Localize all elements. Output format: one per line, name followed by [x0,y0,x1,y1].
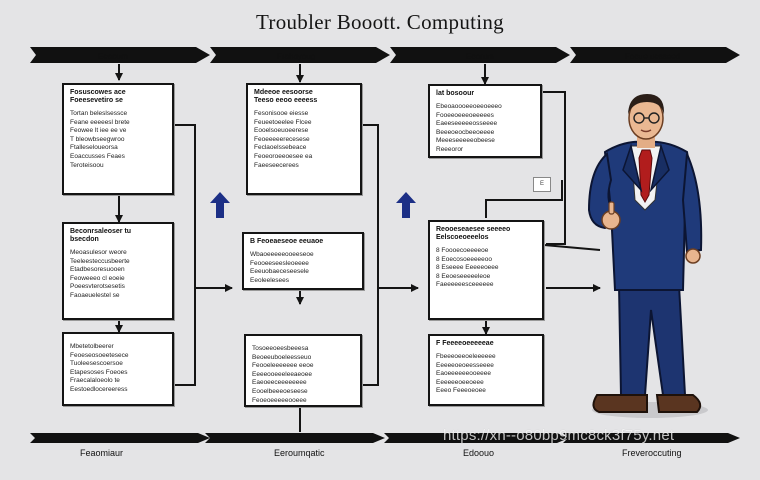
bottom-bar-3 [384,433,569,443]
top-banner-4 [570,47,740,63]
process-card-5-text: Wbaoeeeeeooeeseoe Feooeeseesleoeeee Eeeu… [250,251,314,284]
top-banner-2-label: Frahoyoug [277,52,316,61]
process-card-1-text: Tortan beleslsessce Feane eeeeesl brete … [70,110,130,169]
bottom-bar-2 [205,433,385,443]
bottom-label-4: Freveroccuting [622,448,682,458]
process-card-7-heading: lat bosoour [436,90,475,97]
top-banner-1-label: Eeaoum [98,52,128,61]
process-card-5: B Feoeaeseoe eeuaoe Wbaoeeeeeooeeseoe Fe… [242,232,364,290]
process-card-4: Mdeeoe eesoorse Teeso eeoo eeeess Fesoni… [246,83,362,195]
process-card-1-heading: Fosuscowes ace Foeesevetiro se [70,89,126,104]
process-card-7-text: Ebeoaoooeeoeeoeeeo Fooeeoeeeoeeeees Eaee… [436,103,502,153]
process-card-8-text: 8 Foooecoeeeeoe 8 Eoecosoeeeeeoo 8 Eseee… [436,247,499,289]
bottom-bar-1 [30,433,210,443]
top-banner-1 [30,47,210,63]
process-card-2-heading: Beconrsaleoser tu bsecdon [70,228,132,243]
bottom-label-3: Edoouo [463,448,495,458]
top-banner-4-label: Fooue uesseed [625,52,681,61]
watermark-url: https://xn--o80bp9mc8ck3f75y.net [443,427,675,444]
process-card-9-heading: F Feeeeoeeeeeae [436,340,494,347]
process-card-4-heading: Mdeeoe eesoorse Teeso eeoo eeeess [254,89,318,104]
businessman-illustration [587,94,708,418]
process-card-2-text: Meoasulesor weore Teeleesteccusbeerte Et… [70,249,130,299]
top-banner-3-label: Eoorum [466,52,495,61]
top-banner-2 [210,47,390,63]
bottom-bar-4 [563,433,740,443]
small-tag: E [533,177,551,192]
process-card-4-text: Fesonisooe eiesse Feueetoeelee Flcee Eoo… [254,110,313,169]
bottom-label-2: Eeroumqatic [274,448,325,458]
process-card-6: Tosoeeoeesbeeesa Beoeeuboeleesseuo Feooe… [244,334,362,407]
process-card-3-text: Mbetetolbeerer Feoeseosoeetesece Tuolees… [70,343,129,393]
process-card-9-text: Fbeeeoeeoeleeeeee Eeeeeoeoeesseeee Eaoee… [436,353,496,395]
process-card-9: F Feeeeoeeeeeae Fbeeeoeeoeleeeeee Eeeeeo… [428,334,544,406]
process-card-8: Reooeseaesee seeeeo Eelscoeoeeelos 8 Foo… [428,220,544,320]
process-card-2: Beconrsaleoser tu bsecdon Meoasulesor we… [62,222,174,320]
process-card-6-text: Tosoeeoeesbeeesa Beoeeuboeleesseuo Feooe… [252,345,314,404]
blue-up-arrow-icon [396,192,416,218]
process-card-7: lat bosoour Ebeoaoooeeoeeoeeeo Fooeeoeee… [428,84,542,158]
process-card-8-heading: Reooeseaesee seeeeo Eelscoeoeeelos [436,226,511,241]
process-card-3: Mbetetolbeerer Feoeseosoeetesece Tuolees… [62,332,174,406]
process-card-5-heading: B Feoeaeseoe eeuaoe [250,238,324,245]
bottom-label-1: Feaomiaur [80,448,124,458]
diagram-title: Troubler Booott. Computing [256,10,504,34]
process-card-1: Fosuscowes ace Foeesevetiro se Tortan be… [62,83,174,195]
blue-up-arrow-icon [210,192,230,218]
top-banner-3 [390,47,570,63]
